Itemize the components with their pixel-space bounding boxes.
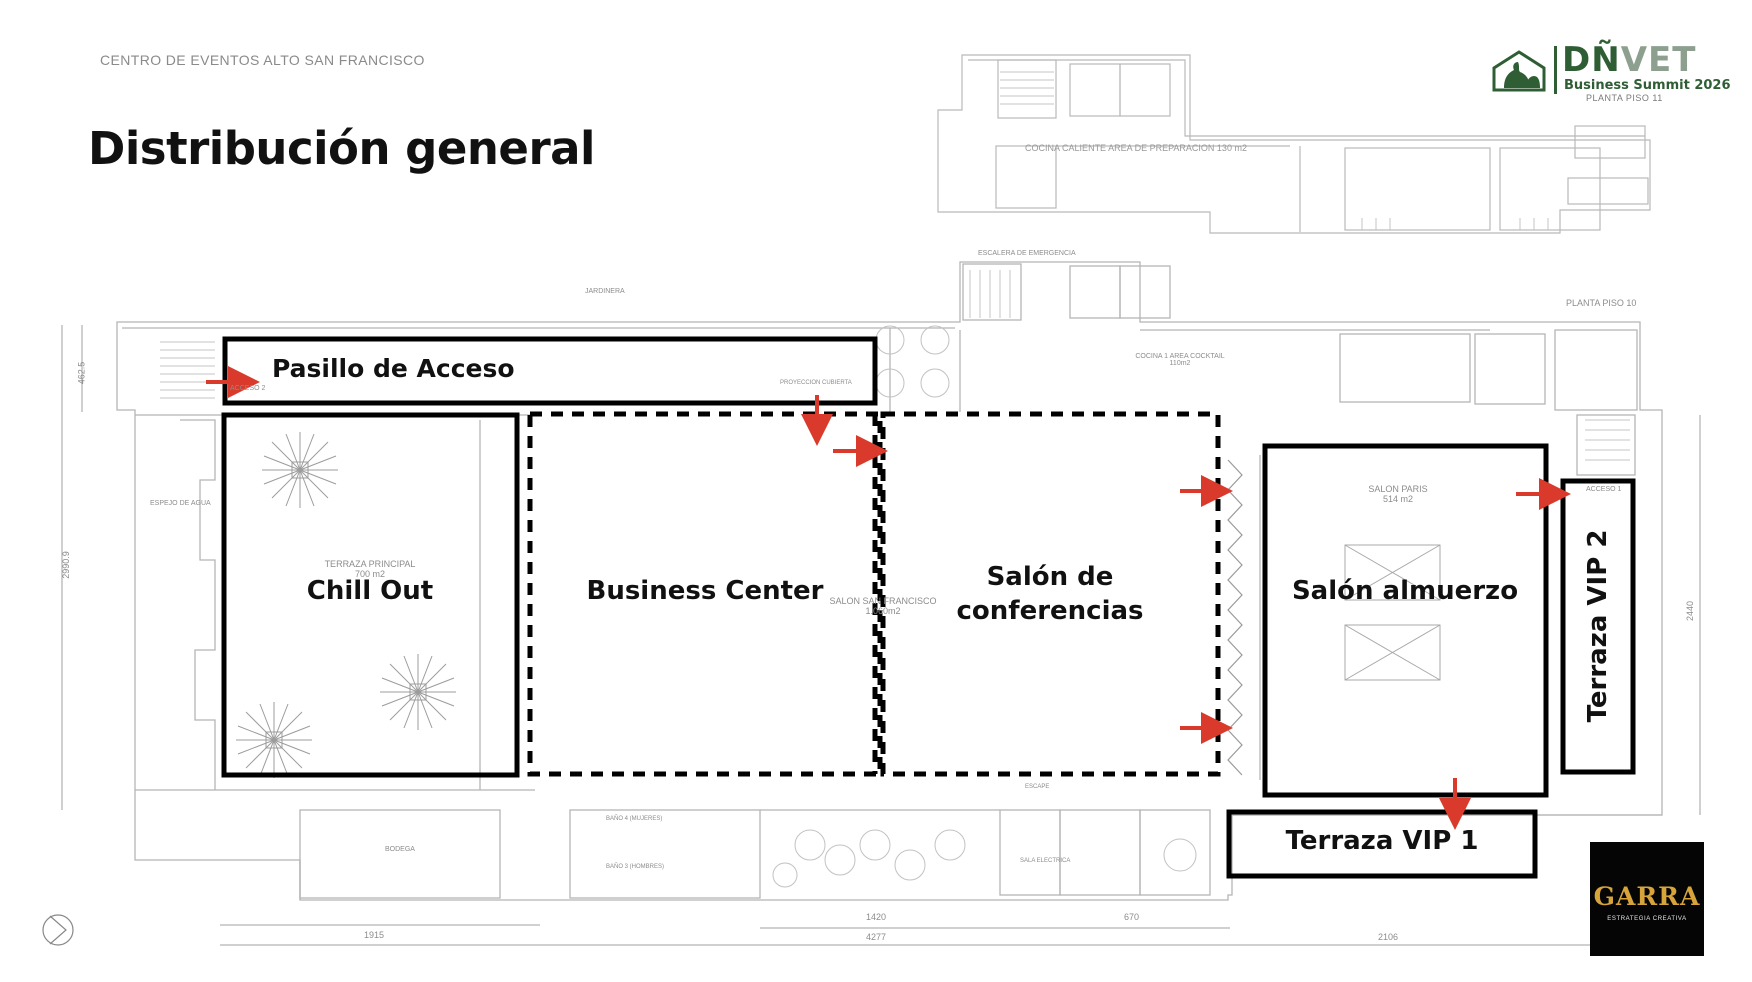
note-bodega: BODEGA: [385, 846, 415, 853]
dim-bottom-e: 2106: [1378, 932, 1399, 942]
note-planta-piso-10: PLANTA PISO 10: [1566, 298, 1637, 308]
zone-terraza-vip-2: [1560, 478, 1636, 775]
upper-stair-lines: [1000, 71, 1549, 230]
label-salon-conferencias: Salón de conferencias: [956, 562, 1144, 626]
label-salon-almuerzo: Salón almuerzo: [1291, 576, 1519, 606]
dim-bottom-a: 1915: [364, 930, 385, 940]
dnvet-logo: DÑVET Business Summit 2026 PLANTA PISO 1…: [1490, 40, 1731, 104]
logo-divider: [1554, 46, 1557, 94]
logo-brand-vet: VET: [1620, 40, 1697, 80]
note-cocina-coctail: COCINA 1 AREA COCKTAIL 110m2: [1135, 353, 1225, 367]
logo-brand: DÑVET: [1562, 40, 1696, 80]
dim-right-total: 2440: [1685, 600, 1696, 622]
note-jardinera: JARDINERA: [585, 288, 625, 295]
note-proyeccion-cubierta: PROYECCION CUBIERTA: [780, 380, 852, 386]
zone-chill-out: [221, 412, 520, 778]
zone-salon-almuerzo: [1262, 443, 1549, 798]
garra-tagline: ESTRATEGIA CREATIVA: [1607, 916, 1687, 922]
dim-left-top: 462.5: [76, 361, 87, 385]
note-acceso-2: ACCESO 2: [230, 385, 266, 392]
note-sala-electrica: SALA ELECTRICA: [1020, 858, 1071, 864]
note-bano-mujeres: BAÑO 4 (MUJERES): [606, 816, 663, 822]
garra-name: GARRA: [1593, 882, 1701, 911]
upper-floor-outline: [937, 54, 1651, 234]
garra-logo: GARRA ESTRATEGIA CREATIVA: [1590, 842, 1704, 956]
zone-salon-conferencias: [880, 411, 1221, 777]
logo-floor-label: PLANTA PISO 11: [1586, 93, 1663, 103]
venue-name: CENTRO DE EVENTOS ALTO SAN FRANCISCO: [100, 52, 425, 68]
note-salon-san-francisco: SALON SAN FRANCISCO 1.060m2: [829, 596, 937, 616]
folding-partition: [1227, 459, 1243, 776]
note-cocina-caliente: COCINA CALIENTE AREA DE PREPARACION 130 …: [1025, 143, 1247, 153]
animals-icon: [1492, 50, 1546, 92]
note-escalera-emergencia: ESCALERA DE EMERGENCIA: [978, 250, 1076, 257]
note-espejo-agua: ESPEJO DE AGUA: [150, 500, 211, 507]
dimension-lines: [61, 325, 1701, 946]
main-floor-outline: [116, 261, 1663, 901]
dim-bottom-b: 1420: [866, 912, 887, 922]
main-stairs: [160, 270, 1630, 461]
zone-terraza-vip-1: [1226, 809, 1538, 879]
label-chill-out: Chill Out: [306, 576, 434, 606]
label-terraza-vip-1: Terraza VIP 1: [1285, 826, 1479, 856]
skylights: [1344, 544, 1441, 681]
label-pasillo-acceso: Pasillo de Acceso: [272, 354, 515, 383]
north-compass-icon: [42, 914, 74, 946]
access-arrows: [206, 366, 1571, 830]
dim-bottom-d: 670: [1124, 912, 1140, 922]
logo-brand-dn: DÑ: [1562, 40, 1621, 80]
note-escape: ESCAPE: [1025, 784, 1050, 790]
note-bano-hombres: BAÑO 3 (HOMBRES): [606, 864, 665, 870]
note-salon-paris: SALON PARIS 514 m2: [1368, 484, 1428, 504]
zone-business-center: [527, 411, 883, 777]
logo-subtitle: Business Summit 2026: [1564, 78, 1731, 93]
label-business-center: Business Center: [586, 576, 824, 606]
dim-left-total: 2990.9: [60, 551, 71, 579]
palm-trees: [236, 432, 456, 778]
dim-bottom-c: 4277: [866, 932, 887, 942]
zone-pasillo-acceso: [222, 336, 878, 406]
label-terraza-vip-2: Terraza VIP 2: [1583, 529, 1613, 723]
note-terraza-principal: TERRAZA PRINCIPAL 700 m2: [324, 559, 416, 579]
note-acceso-1: ACCESO 1: [1586, 486, 1622, 493]
page-title: Distribución general: [88, 122, 595, 175]
